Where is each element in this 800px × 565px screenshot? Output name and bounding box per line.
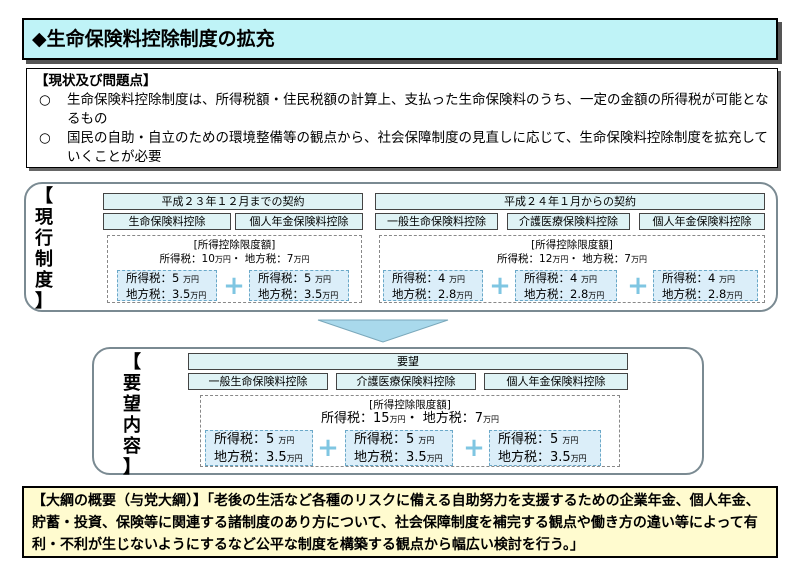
limit-title: [所得控除限度額] [193,239,276,251]
deduction-box: 所得税：5 万円 地方税：3.5万円 [117,270,217,301]
current-system-label: 【現行制度】 [35,186,53,312]
plus-icon: + [223,271,245,301]
limit-amount: 所得税：12万円・ 地方税：7万円 [497,253,647,265]
issue-text: 国民の自助・自立のための環境整備等の観点から、社会保障制度の見直しに応じて、生命… [67,130,768,165]
issues-heading: 【現状及び問題点】 [35,73,157,89]
request-header: 要望 [188,353,628,370]
outline-text: 【大綱の概要（与党大綱）】「老後の生活など各種のリスクに備える自助努力を支援する… [32,493,760,553]
category-pension: 個人年金保険料控除 [639,213,765,230]
limit-amount: 所得税：15万円・ 地方税：7万円 [321,411,499,426]
deduction-box: 所得税：5 万円 地方税：3.5万円 [205,430,313,466]
issue-item: ○ 生命保険料控除制度は、所得税額・住民税額の計算上、支払った生命保険料のうち、… [35,91,769,129]
category-life-insurance: 生命保険料控除 [103,213,231,230]
plus-icon: + [463,433,485,463]
new-contract-period: 平成２４年１月からの契約 [375,193,765,210]
plus-icon: + [489,271,511,301]
limit-title: [所得控除限度額] [531,239,613,251]
issue-text: 生命保険料控除制度は、所得税額・住民税額の計算上、支払った生命保険料のうち、一定… [67,92,769,127]
deduction-box: 所得税：5 万円 地方税：3.5万円 [249,270,349,301]
category-medical-care: 介護医療保険料控除 [336,373,476,390]
category-medical-care: 介護医療保険料控除 [507,213,630,230]
issues-box: 【現状及び問題点】 ○ 生命保険料控除制度は、所得税額・住民税額の計算上、支払っ… [26,68,778,168]
outline-box: 【大綱の概要（与党大綱）】「老後の生活など各種のリスクに備える自助努力を支援する… [22,486,778,558]
bullet-marker: ○ [39,92,51,108]
deduction-box: 所得税：4 万円 地方税：2.8万円 [515,270,617,301]
plus-icon: + [317,433,339,463]
down-arrow-icon [317,319,449,343]
page-title: ◆生命保険料控除制度の拡充 [22,18,778,60]
deduction-box: 所得税：5 万円 地方税：3.5万円 [489,430,601,466]
deduction-box: 所得税：5 万円 地方税：3.5万円 [345,430,453,466]
bullet-marker: ○ [39,130,51,146]
issue-item: ○ 国民の自助・自立のための環境整備等の観点から、社会保障制度の見直しに応じて、… [35,129,769,167]
category-pension: 個人年金保険料控除 [484,373,628,390]
category-pension: 個人年金保険料控除 [235,213,363,230]
deduction-box: 所得税：4 万円 地方税：2.8万円 [383,270,483,301]
deduction-box: 所得税：4 万円 地方税：2.8万円 [653,270,758,301]
plus-icon: + [627,271,649,301]
category-general-life: 一般生命保険料控除 [375,213,498,230]
limit-amount: 所得税：10万円・ 地方税：7万円 [159,253,310,265]
limit-title: [所得控除限度額] [369,399,451,411]
old-contract-period: 平成２３年１２月までの契約 [103,193,363,210]
request-label: 【要望内容】 [123,352,141,478]
category-general-life: 一般生命保険料控除 [188,373,328,390]
